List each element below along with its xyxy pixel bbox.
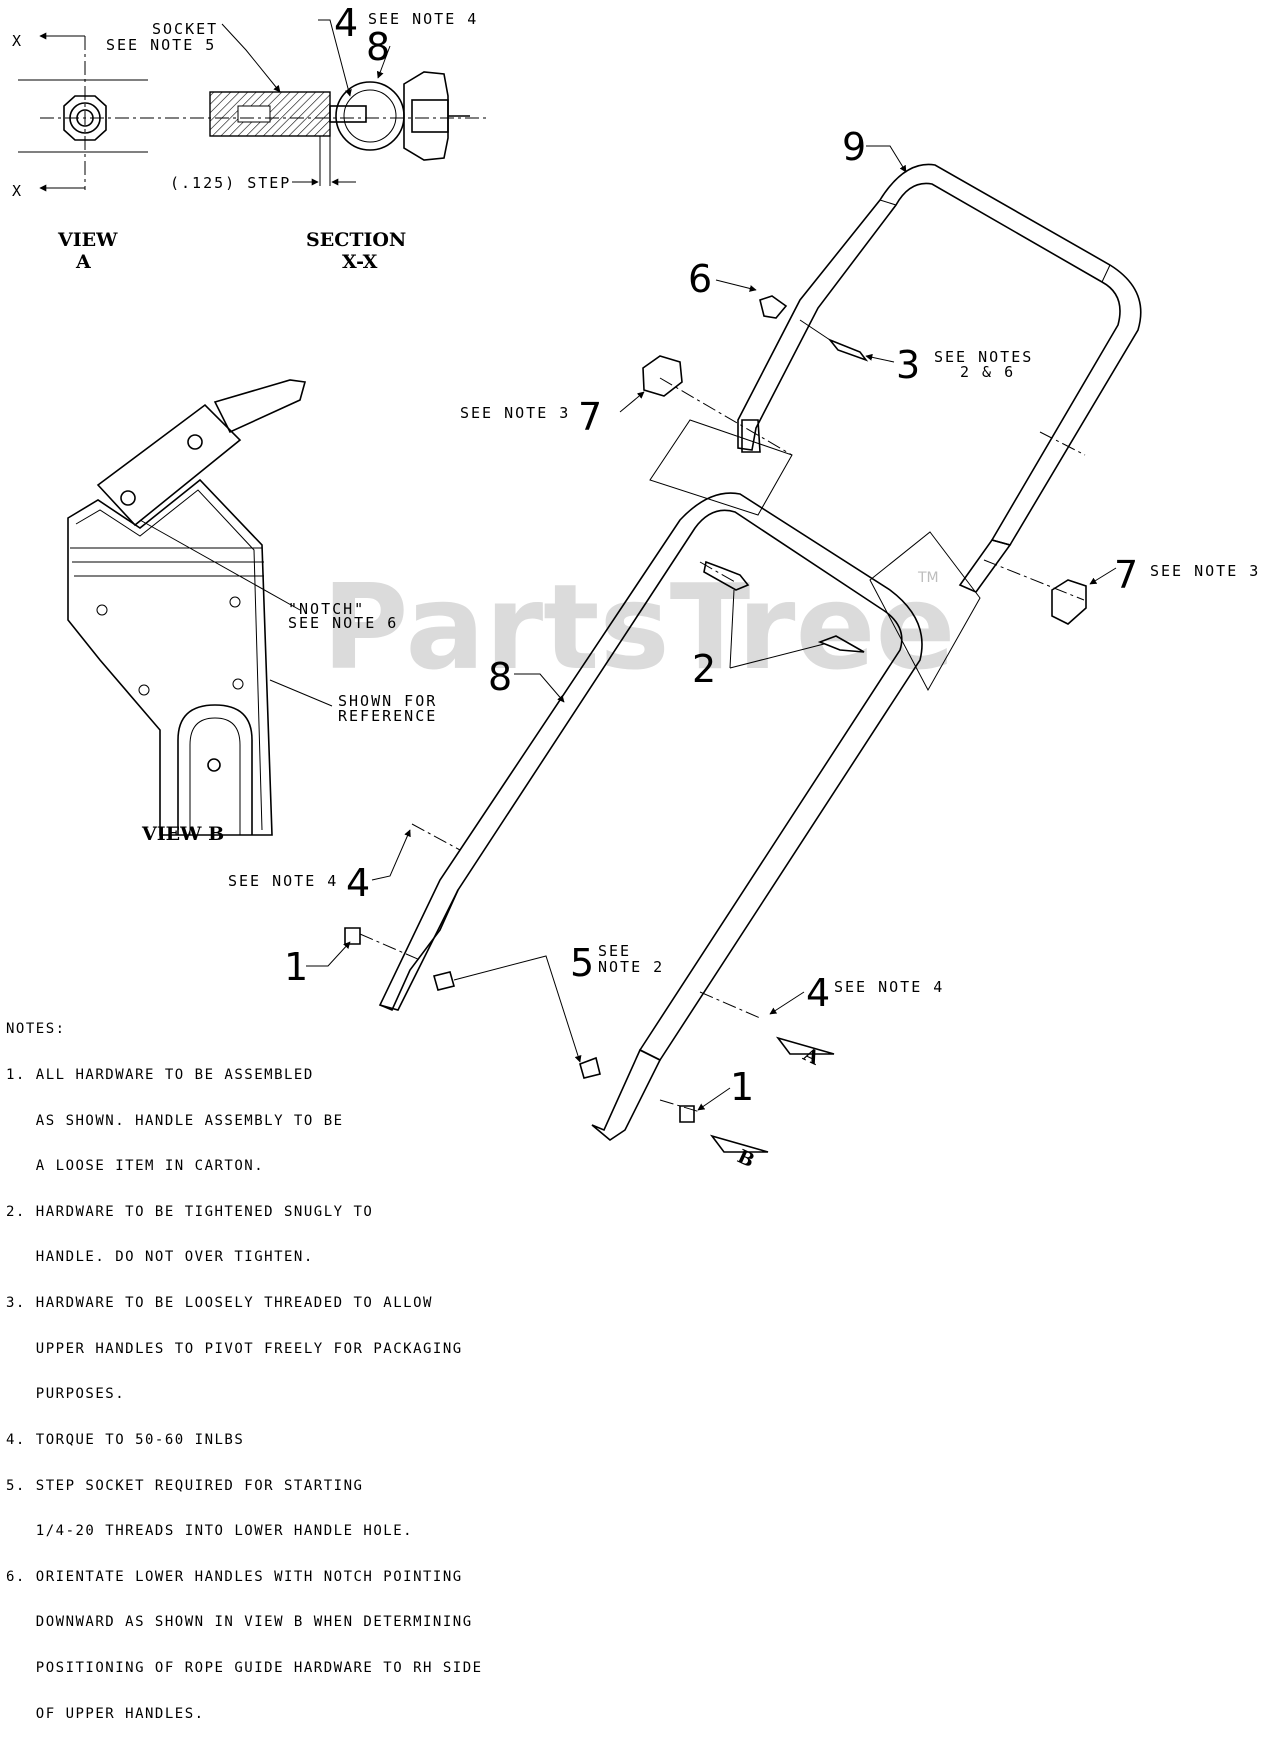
view-a-marker-letter: A xyxy=(799,1043,823,1070)
parts-diagram: PartsTree TM X X VIEW A SOCKET SEE NOTE … xyxy=(12,1,1260,1172)
notes-heading: NOTES: xyxy=(6,1021,66,1038)
section-marker-x-bottom: X xyxy=(12,182,23,200)
callout-1-left: 1 xyxy=(284,945,308,989)
shown-for-label: SHOWN FOR xyxy=(338,692,437,710)
step-dimension-label: (.125) STEP xyxy=(170,174,291,192)
see-label: SEE xyxy=(598,942,631,960)
callout-8: 8 xyxy=(488,655,512,699)
section-xx-label: X-X xyxy=(342,251,378,273)
lower-handle-drawing xyxy=(306,492,923,1153)
callout-1-right: 1 xyxy=(730,1065,754,1109)
see-note-4-right-label: SEE NOTE 4 xyxy=(834,978,944,996)
note-line: PURPOSES. xyxy=(6,1386,126,1403)
reference-label: REFERENCE xyxy=(338,707,437,725)
note-line: HANDLE. DO NOT OVER TIGHTEN. xyxy=(6,1249,314,1266)
notch-label: "NOTCH" xyxy=(288,600,365,618)
view-a-drawing xyxy=(18,32,150,192)
see-note-6-label: SEE NOTE 6 xyxy=(288,614,398,632)
note-line: 1. ALL HARDWARE TO BE ASSEMBLED xyxy=(6,1067,314,1084)
assembly-notes: NOTES: 1. ALL HARDWARE TO BE ASSEMBLED A… xyxy=(6,992,546,1737)
note-line: 1/4-20 THREADS INTO LOWER HANDLE HOLE. xyxy=(6,1523,414,1540)
see-notes-label: SEE NOTES xyxy=(934,348,1033,366)
section-label: SECTION xyxy=(306,229,406,251)
callout-2: 2 xyxy=(692,647,716,691)
section-xx-drawing xyxy=(140,19,488,186)
note-line: 2. HARDWARE TO BE TIGHTENED SNUGLY TO xyxy=(6,1203,374,1220)
trademark-text: TM xyxy=(917,570,939,586)
callout-4-left: 4 xyxy=(346,861,370,905)
note-line: 4. TORQUE TO 50-60 INLBS xyxy=(6,1431,245,1448)
view-b-drawing xyxy=(67,379,333,836)
callout-4-section: 4 xyxy=(334,1,358,45)
note-line: POSITIONING OF ROPE GUIDE HARDWARE TO RH… xyxy=(6,1659,483,1676)
see-note-3-left-label: SEE NOTE 3 xyxy=(460,404,570,422)
callout-7-right: 7 xyxy=(1114,553,1138,597)
note-line: A LOOSE ITEM IN CARTON. xyxy=(6,1158,265,1175)
section-marker-x-top: X xyxy=(12,32,23,50)
view-b-label: VIEW B xyxy=(141,823,224,845)
watermark-text: PartsTree xyxy=(322,558,956,696)
notes-2-6-label: 2 & 6 xyxy=(960,363,1015,381)
note-line: DOWNWARD AS SHOWN IN VIEW B WHEN DETERMI… xyxy=(6,1614,473,1631)
note-line: 6. ORIENTATE LOWER HANDLES WITH NOTCH PO… xyxy=(6,1568,463,1585)
upper-handle-drawing xyxy=(619,145,1142,692)
callout-5: 5 xyxy=(570,941,594,985)
callout-9: 9 xyxy=(842,125,866,169)
see-note-4-section-label: SEE NOTE 4 xyxy=(368,10,478,28)
note-2-label: NOTE 2 xyxy=(598,958,664,976)
callout-7-left: 7 xyxy=(578,395,602,439)
note-line: 5. STEP SOCKET REQUIRED FOR STARTING xyxy=(6,1477,364,1494)
see-note-4-left-label: SEE NOTE 4 xyxy=(228,872,338,890)
see-note-5-label: SEE NOTE 5 xyxy=(106,36,216,54)
socket-label: SOCKET xyxy=(152,20,218,38)
view-b-marker-letter: B xyxy=(734,1145,758,1172)
see-note-3-right-label: SEE NOTE 3 xyxy=(1150,562,1260,580)
callout-4-right: 4 xyxy=(806,971,830,1015)
note-line: 3. HARDWARE TO BE LOOSELY THREADED TO AL… xyxy=(6,1295,433,1312)
view-a-letter: A xyxy=(75,251,91,273)
note-line: UPPER HANDLES TO PIVOT FREELY FOR PACKAG… xyxy=(6,1340,463,1357)
note-line: OF UPPER HANDLES. xyxy=(6,1705,205,1722)
view-a-label: VIEW xyxy=(57,229,118,251)
callout-8-section: 8 xyxy=(366,25,390,69)
callout-6: 6 xyxy=(688,257,712,301)
callout-3: 3 xyxy=(896,343,920,387)
note-line: AS SHOWN. HANDLE ASSEMBLY TO BE xyxy=(6,1112,344,1129)
